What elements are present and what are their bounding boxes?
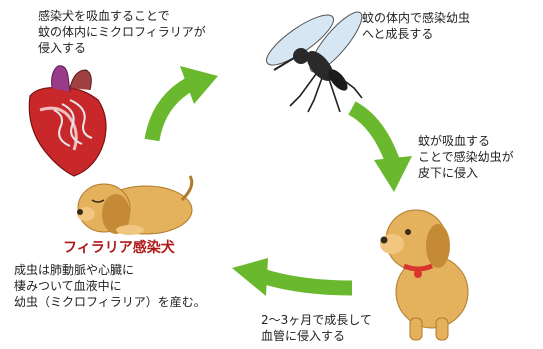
step-infected-dog-bite-text: 感染犬を吸血することで 蚊の体内にミクロフィラリアが 侵入する (38, 8, 206, 56)
text-line: 皮下に侵入 (418, 166, 479, 180)
step-mosquito-growth-text: 蚊の体内で感染幼虫 へと成長する (362, 10, 470, 42)
text-line: 蚊の体内で感染幼虫 (362, 11, 471, 25)
text-line: 成虫は肺動脈や心臓に (14, 263, 135, 277)
step-mosquito-bite-text: 蚊が吸血する ことで感染幼虫が 皮下に侵入 (418, 133, 514, 181)
text-line: 侵入する (38, 41, 87, 55)
step-dog-growth-text: 2～3ヶ月で成長して 血管に侵入する (261, 312, 372, 344)
cycle-arrow-bottom (232, 258, 353, 296)
sleeping-dog-icon (77, 175, 194, 235)
healthy-dog-icon (380, 209, 469, 341)
cycle-arrow-right (348, 101, 412, 192)
heart-icon (28, 65, 107, 177)
text-line: 蚊が吸血する (418, 134, 491, 148)
cycle-arrow-top (144, 66, 218, 142)
step-adult-worm-text: 成虫は肺動脈や心臓に 棲みついて血液中に 幼虫（ミクロフィラリア）を産む。 (14, 262, 206, 310)
text-line: 棲みついて血液中に (14, 279, 122, 293)
text-line: 2～3ヶ月で成長して (261, 313, 372, 327)
text-line: へと成長する (362, 27, 434, 41)
text-line: 蚊の体内にミクロフィラリアが (38, 25, 206, 39)
text-line: 感染犬を吸血することで (38, 9, 170, 23)
text-line: 血管に侵入する (261, 329, 346, 343)
text-line: 幼虫（ミクロフィラリア）を産む。 (14, 295, 206, 309)
infected-dog-label: フィラリア感染犬 (63, 240, 175, 256)
mosquito-icon (266, 11, 363, 113)
text-line: ことで感染幼虫が (418, 150, 514, 164)
